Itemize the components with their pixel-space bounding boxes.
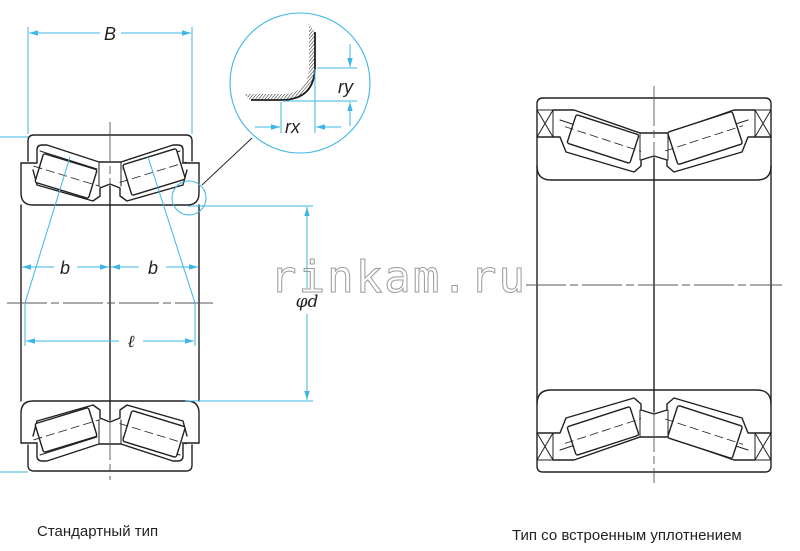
load-line-right [147,156,196,346]
dimension-label-phi-d: φd [296,292,319,312]
detail-label-rx: rx [285,117,301,137]
detail-label-ry: ry [338,77,354,97]
caption-sealed-type: Тип со встроенным уплотнением [512,527,742,544]
dimension-label-b-left: b [60,258,70,278]
dimension-label-l: ℓ [127,332,134,352]
sealed-bearing-drawing [526,86,782,483]
standard-bearing-drawing [7,122,213,480]
dimension-label-b-right: b [148,258,158,278]
detail-indicator-circle [171,180,207,216]
load-line-left [24,156,71,346]
magnifier-circle [229,12,371,154]
watermark: rinkam.ru [270,252,525,303]
standard-bearing-dimensions: B b b ℓ φd [0,24,319,473]
dimension-label-B: B [104,24,116,44]
corner-detail-magnifier: ry rx [229,12,371,154]
chamfer-surface [251,32,316,101]
caption-standard-type: Стандартный тип [37,523,158,540]
detail-leader-line [201,137,253,186]
